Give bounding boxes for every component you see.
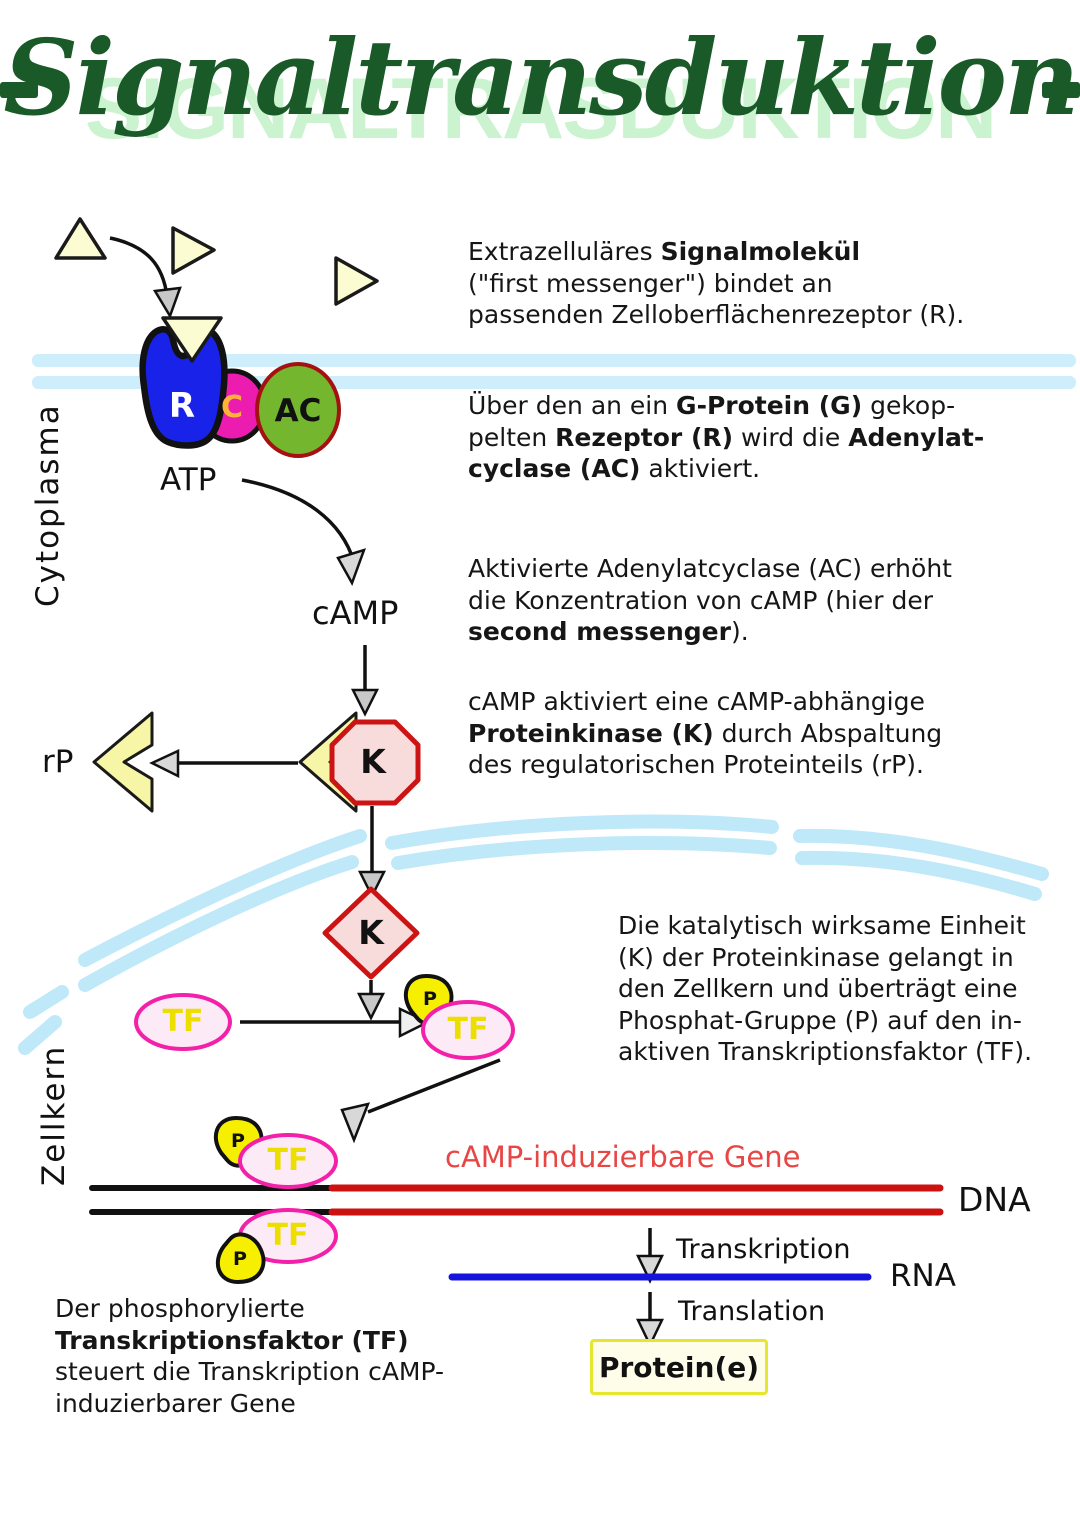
tf-dna-arrowhead bbox=[340, 1102, 371, 1144]
note-kinase: cAMP aktiviert eine cAMP-abhängige Prote… bbox=[468, 687, 943, 779]
receptor-label: R bbox=[168, 386, 196, 426]
transcription-arrowhead bbox=[636, 1254, 664, 1284]
kinase-nucleus-arrowhead bbox=[357, 870, 387, 899]
translation-arrowhead bbox=[636, 1318, 664, 1348]
rp-chevron-shape bbox=[92, 711, 154, 813]
signal-triangle-icon bbox=[54, 217, 107, 260]
nuclear-membrane-stroke bbox=[385, 814, 779, 850]
tf-dna-top-label: TF bbox=[267, 1143, 309, 1178]
gene-label: cAMP-induzierbare Gene bbox=[445, 1140, 801, 1174]
atp-camp-arrowhead bbox=[336, 548, 367, 586]
nucleus-label: Zellkern bbox=[36, 1044, 72, 1186]
atp-label: ATP bbox=[160, 462, 217, 498]
rp-label: rP bbox=[42, 744, 74, 780]
kinase-rp-arrowhead bbox=[149, 749, 180, 779]
binding-arrow bbox=[109, 236, 169, 297]
signal-triangle-icon bbox=[334, 256, 379, 306]
cytoplasm-label: Cytoplasma bbox=[30, 403, 66, 607]
adenylate-cyclase-shape bbox=[255, 362, 341, 458]
tf-phospho-shape bbox=[421, 1000, 515, 1060]
translation-label: Translation bbox=[678, 1296, 826, 1327]
signal-triangle-bound-icon bbox=[161, 316, 223, 363]
note-camp: Aktivierte Adenylatcyclase (AC) erhöht d… bbox=[468, 554, 952, 646]
tf-phospho-label: TF bbox=[447, 1012, 489, 1047]
phosphate-label: P bbox=[233, 1248, 247, 1270]
kinase-tf-arrowhead bbox=[356, 992, 386, 1021]
nuclear-membrane-stroke bbox=[78, 855, 359, 992]
kinase-octagon-shape bbox=[329, 719, 421, 806]
note-g-protein: Über den an ein G-Protein (G) gekop- pel… bbox=[468, 391, 985, 483]
tf-dna-bottom-label: TF bbox=[267, 1218, 309, 1253]
nuclear-membrane-stroke bbox=[78, 829, 367, 967]
phosphate-label: P bbox=[423, 988, 437, 1010]
nuclear-membrane-dash bbox=[23, 985, 69, 1019]
phosphate-blob-shape bbox=[215, 1232, 266, 1285]
kinase-top-label: K bbox=[360, 742, 386, 781]
title-right-dash bbox=[1042, 82, 1080, 98]
title-shadow-text: SIGNALTRASDUKTION bbox=[84, 61, 997, 157]
camp-kinase-arrowhead bbox=[350, 688, 380, 717]
nuclear-membrane-stroke bbox=[793, 828, 1049, 881]
tf-inactive-label: TF bbox=[162, 1004, 204, 1039]
nuclear-membrane-dash bbox=[18, 1015, 62, 1055]
nuclear-membrane-stroke bbox=[391, 836, 777, 870]
nuclear-membrane bbox=[18, 814, 1049, 1055]
rna-label: RNA bbox=[890, 1258, 956, 1294]
kinase-nucleus-label: K bbox=[358, 913, 384, 952]
protein-label: Protein(e) bbox=[598, 1350, 760, 1384]
phosphate-label: P bbox=[231, 1130, 245, 1152]
signal-triangle-icon bbox=[171, 226, 216, 275]
tf-dna-arrow bbox=[367, 1058, 501, 1114]
receptor-shape bbox=[139, 325, 228, 449]
tf-dna-top-shape bbox=[238, 1133, 338, 1189]
atp-camp-arrow bbox=[241, 478, 356, 563]
page-title: Signaltransduktion bbox=[3, 16, 1079, 139]
kinase-diamond-shape bbox=[322, 886, 420, 980]
protein-box: Protein(e) bbox=[590, 1339, 768, 1395]
binding-arrowhead bbox=[152, 286, 182, 319]
title-left-dash bbox=[0, 82, 38, 98]
camp-label: cAMP bbox=[312, 594, 399, 632]
note-nucleus: Die katalytisch wirksame Einheit (K) der… bbox=[618, 911, 1033, 1066]
nuclear-membrane-stroke bbox=[795, 850, 1042, 901]
note-tf: Der phosphorylierte Transkriptionsfaktor… bbox=[55, 1294, 445, 1418]
transcription-label: Transkription bbox=[676, 1234, 851, 1265]
dna-label: DNA bbox=[958, 1180, 1031, 1219]
note-signal-binding: Extrazelluläres Signalmolekül ("first me… bbox=[468, 237, 965, 329]
tf-inactive-shape bbox=[134, 993, 232, 1051]
c-subunit-label: C bbox=[220, 390, 244, 425]
adenylate-cyclase-label: AC bbox=[274, 393, 322, 429]
